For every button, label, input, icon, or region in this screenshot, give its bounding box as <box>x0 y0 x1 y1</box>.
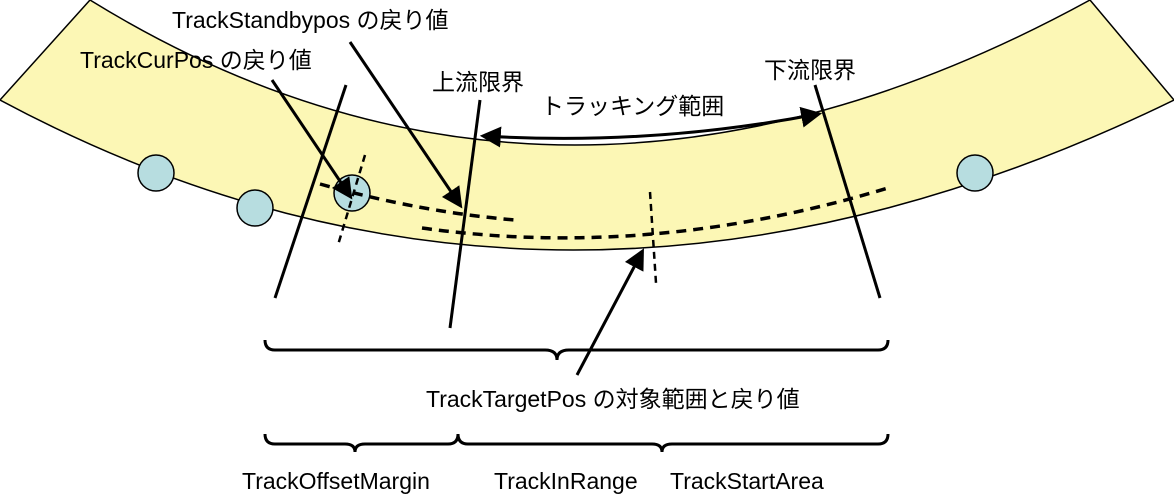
offset-margin-brace <box>263 433 460 453</box>
standby-return-label: TrackStandbypos の戻り値 <box>172 7 449 33</box>
target-scope-label: TrackTargetPos の対象範囲と戻り値 <box>426 386 800 412</box>
downstream-limit-label: 下流限界 <box>764 57 856 83</box>
workpiece-circle <box>956 154 994 192</box>
cur-pos-cross-v <box>336 154 367 246</box>
upstream-limit-label: 上流限界 <box>432 69 524 95</box>
start-area-label: TrackStartArea <box>670 468 824 494</box>
cur-callout-arrow <box>270 79 353 200</box>
workpiece-circle <box>137 154 175 192</box>
in-range-label: TrackInRange <box>494 468 638 494</box>
upstream-limit-line <box>448 99 482 329</box>
target-pos-cross-v <box>648 191 658 284</box>
standby-callout-arrow <box>348 41 463 209</box>
cur-return-label: TrackCurPos の戻り値 <box>80 47 312 73</box>
target-scope-brace <box>263 339 890 361</box>
downstream-limit-line <box>813 84 882 299</box>
workpiece-circle <box>236 189 274 227</box>
tracking-range-arrow <box>479 106 823 148</box>
offset-margin-label: TrackOffsetMargin <box>242 468 430 494</box>
in-range-brace <box>456 433 890 453</box>
tracking-range-label: トラッキング範囲 <box>541 93 725 119</box>
conveyor-band <box>0 0 1174 251</box>
offset-margin-line <box>273 84 348 299</box>
target-callout-arrow <box>575 248 644 376</box>
